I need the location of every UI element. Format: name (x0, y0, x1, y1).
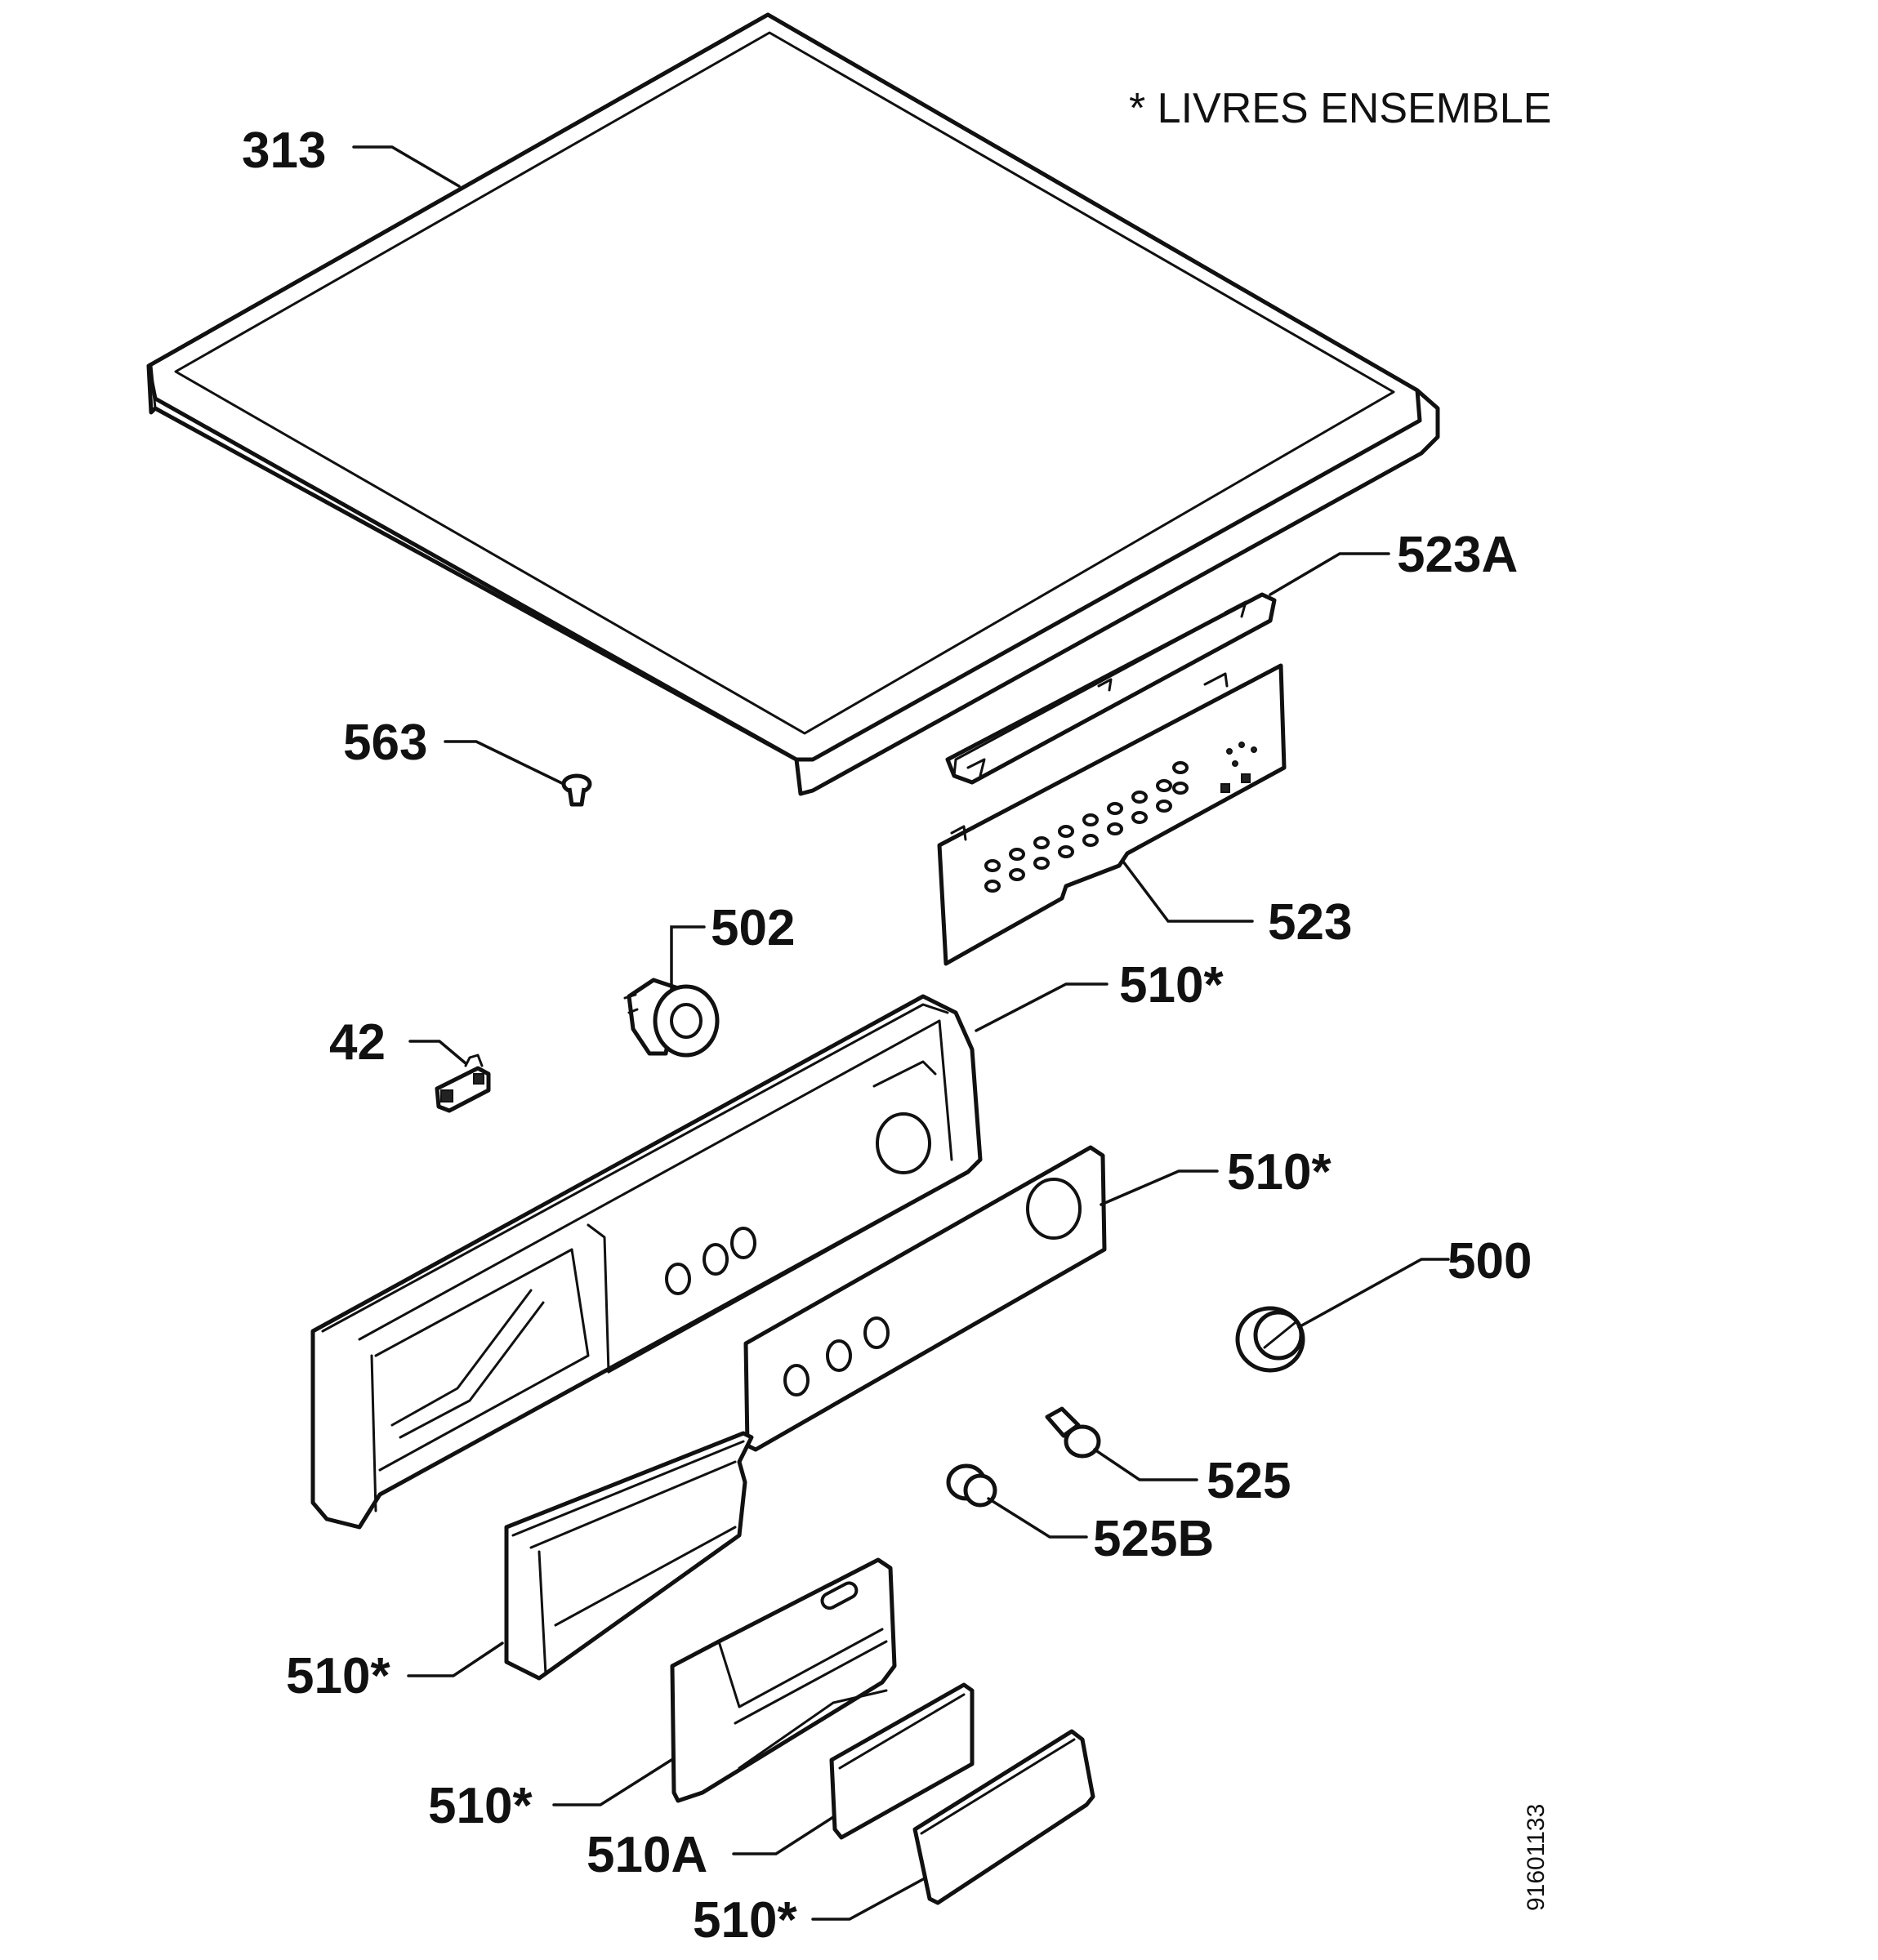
part-500-knob (1235, 1306, 1305, 1373)
part-525-pin (1045, 1406, 1101, 1459)
label-510-door-handle: 510* (693, 1892, 797, 1949)
delivery-note: * LIVRES ENSEMBLE (1129, 85, 1551, 132)
label-523a: 523A (1397, 527, 1518, 583)
part-510-drawer-front (504, 1431, 754, 1681)
label-510-drawer: 510* (286, 1648, 390, 1704)
label-502: 502 (711, 900, 795, 956)
drawing-number: 91601133 (1523, 1804, 1550, 1911)
part-510-handle-panel (670, 1557, 897, 1803)
label-523: 523 (1268, 894, 1352, 951)
part-labels: * LIVRES ENSEMBLE 313 523A 563 502 523 5… (242, 85, 1551, 1949)
leader-lines (352, 145, 1450, 1921)
label-313: 313 (242, 122, 326, 179)
label-510-frame: 510* (1119, 957, 1224, 1013)
label-510a: 510A (587, 1827, 707, 1883)
part-523-panel (937, 663, 1287, 966)
part-523a-rail (945, 592, 1277, 785)
part-510-control-panel-frame (310, 994, 983, 1530)
part-510-door-handle (912, 1729, 1095, 1905)
part-510a-insert (829, 1682, 975, 1840)
label-42: 42 (329, 1014, 386, 1071)
label-563: 563 (343, 715, 427, 771)
part-563-screw (561, 773, 592, 807)
part-502-bushing (623, 978, 720, 1058)
label-500: 500 (1448, 1233, 1532, 1290)
label-525: 525 (1207, 1453, 1291, 1509)
label-510-trim: 510* (1227, 1144, 1332, 1200)
panel-perforations (984, 742, 1257, 893)
part-42-switch (435, 1054, 491, 1113)
part-313-top-cover (146, 12, 1440, 796)
label-525b: 525B (1093, 1511, 1214, 1567)
label-510-handle-panel: 510* (428, 1778, 533, 1834)
